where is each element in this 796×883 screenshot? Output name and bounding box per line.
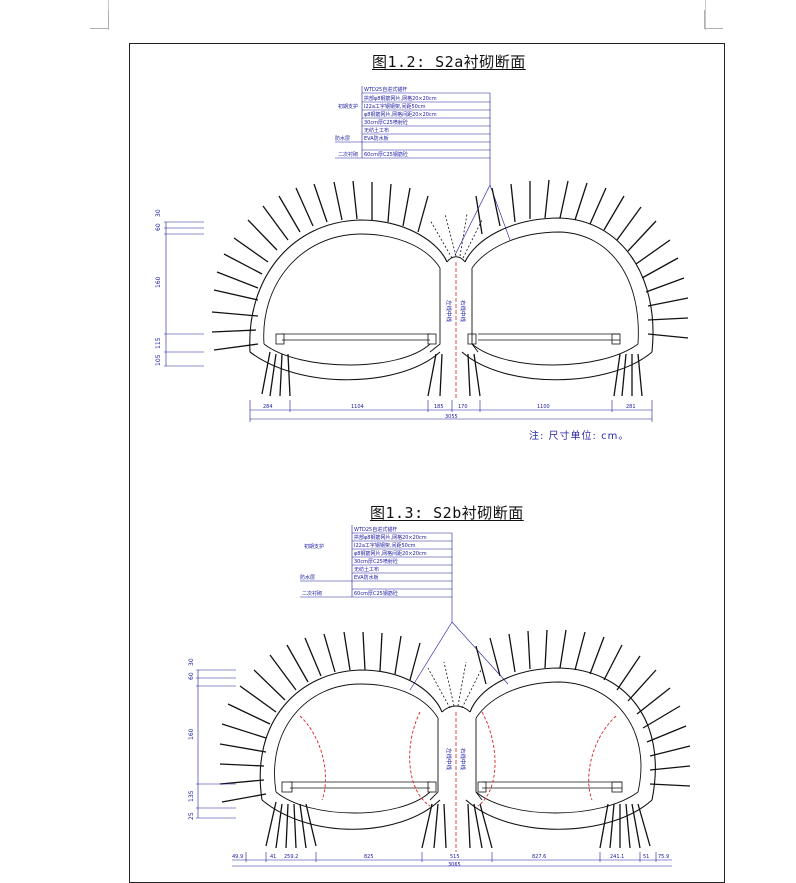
- vdim: 115: [155, 337, 162, 349]
- total-width-s2b: 3065: [448, 862, 461, 868]
- legend-label-primary-support: 初期支护: [338, 103, 358, 110]
- hdim: 827.6: [532, 854, 546, 860]
- vertical-dimensions-s2a: [164, 221, 204, 367]
- legend-label-secondary-lining: 二次衬砌: [338, 151, 358, 158]
- vdim: 30: [188, 658, 195, 666]
- legend-table-s2b: 初期支护 WTD25自进式锚杆 拱部φ8钢筋网片,网格20×20cm I22a工…: [300, 525, 509, 691]
- hdim: 1104: [351, 404, 364, 410]
- center-label-a: 左线中线: [445, 300, 453, 323]
- legend-item: 拱部φ8钢筋网片,网格20×20cm: [364, 95, 437, 102]
- rock-bolts-s2a: [211, 179, 689, 397]
- legend-item: WTD25自进式锚杆: [354, 526, 397, 533]
- drawing-title-s2a: 图1.2: S2a衬砌断面: [372, 53, 526, 71]
- legend-table-s2a: 初期支护 WTD25自进式锚杆 拱部φ8钢筋网片,网格20×20cm I22a工…: [335, 86, 511, 256]
- vdim: 135: [188, 790, 195, 802]
- pillar-bolts-s2b: [427, 661, 483, 709]
- legend-item: I22a工字钢钢架,间距50cm: [364, 103, 426, 110]
- hdim: 75.9: [658, 854, 669, 860]
- vdim: 105: [155, 354, 162, 366]
- drawing-title-s2b: 图1.3: S2b衬砌断面: [370, 504, 524, 522]
- legend-label-waterproof: 防水层: [335, 135, 350, 142]
- legend-label-secondary-lining: 二次衬砌: [302, 590, 322, 597]
- total-width-s2a: 3055: [445, 414, 458, 420]
- legend-item: EVA防水板: [364, 135, 389, 142]
- hdim: 259.2: [284, 854, 298, 860]
- hdim: 41: [270, 854, 276, 860]
- legend-item: 无纺土工布: [364, 127, 389, 134]
- center-label-b: 右线中线: [459, 748, 467, 771]
- page-corner-mark-right: [704, 10, 723, 29]
- hdim: 281: [626, 404, 636, 410]
- page-corner-mark-left: [90, 10, 109, 29]
- pillar-bolts-s2a: [429, 213, 483, 259]
- hdim: 825: [364, 854, 374, 860]
- legend-item: 拱部φ8钢筋网片,网格20×20cm: [354, 534, 427, 541]
- excavation-lines-s2b: [299, 711, 617, 807]
- vdim: 60: [155, 223, 162, 231]
- legend-item: WTD25自进式锚杆: [364, 86, 407, 93]
- center-label-b: 右线中线: [459, 300, 467, 323]
- horizontal-dimensions-s2a: [249, 400, 653, 422]
- hdim: 49.9: [232, 854, 243, 860]
- horizontal-dimensions-s2b: [232, 852, 672, 867]
- rock-bolts-s2b: [219, 629, 691, 849]
- hdim: 241.1: [610, 854, 624, 860]
- tunnel-outline-s2b: [259, 667, 656, 830]
- hdim: 185: [434, 404, 444, 410]
- legend-item: 30cm厚C25喷射砼: [364, 119, 408, 126]
- tunnel-outline-s2a: [249, 217, 654, 381]
- vertical-dimensions-s2b: [196, 669, 236, 819]
- vdim: 25: [188, 812, 195, 820]
- unit-note: 注: 尺寸单位: cm。: [529, 431, 630, 442]
- vdim: 30: [155, 209, 162, 217]
- legend-item: 60cm厚C25钢筋砼: [364, 151, 408, 158]
- hdim: 1100: [537, 404, 550, 410]
- legend-item: 60cm厚C25钢筋砼: [354, 590, 398, 597]
- legend-item: φ8钢筋网片,网格间距20×20cm: [364, 111, 437, 118]
- legend-item: 无纺土工布: [354, 566, 379, 573]
- legend-label-waterproof: 防水层: [300, 574, 315, 581]
- hdim: 284: [263, 404, 273, 410]
- vdim: 60: [188, 672, 195, 680]
- hdim: 515: [450, 854, 460, 860]
- legend-item: EVA防水板: [354, 574, 379, 581]
- vdim: 160: [155, 276, 162, 288]
- legend-label-primary-support: 初期支护: [304, 543, 324, 550]
- legend-item: 30cm厚C25喷射砼: [354, 558, 398, 565]
- vdim: 160: [188, 728, 195, 740]
- legend-item: I22a工字钢钢架,间距50cm: [354, 542, 416, 549]
- hdim: 51: [643, 854, 649, 860]
- legend-item: φ8钢筋网片,网格间距20×20cm: [354, 550, 427, 557]
- center-label-a: 左线中线: [445, 748, 453, 771]
- hdim: 170: [458, 404, 468, 410]
